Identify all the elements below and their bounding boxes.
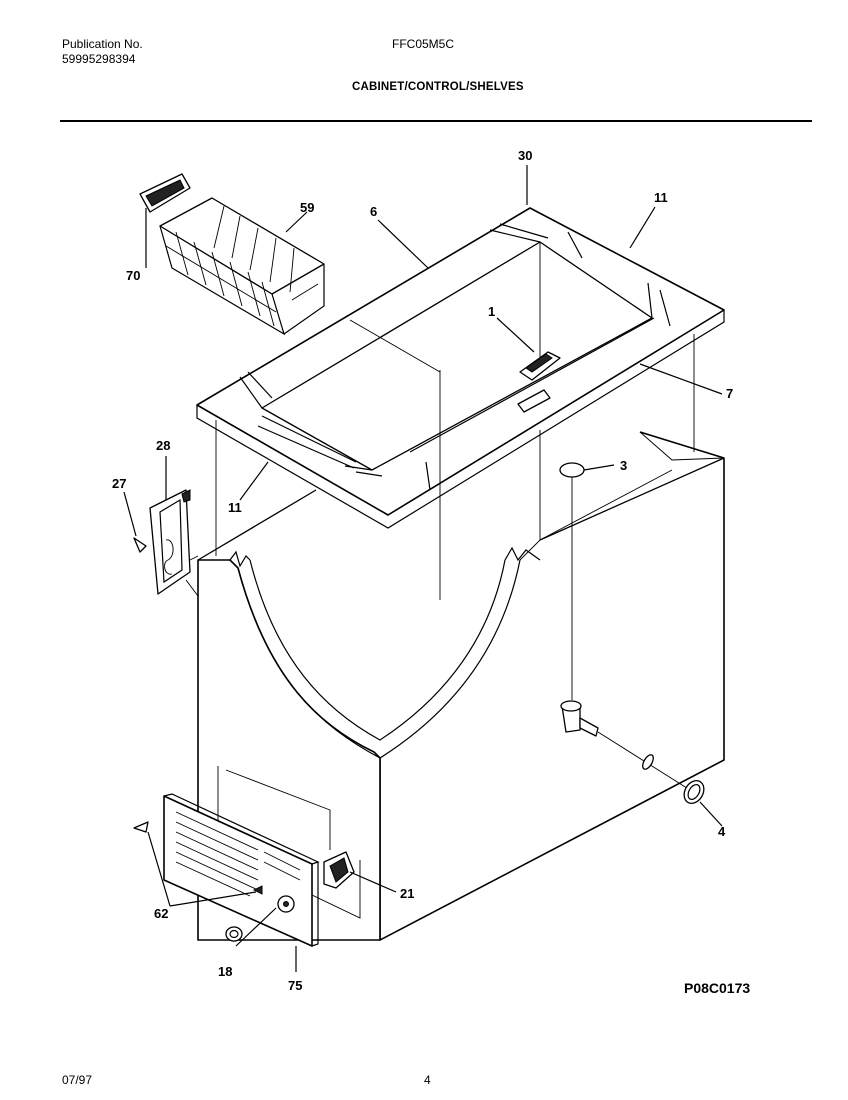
basket-handle: [139, 173, 191, 213]
callout-4: 4: [718, 824, 726, 839]
callout-3: 3: [620, 458, 627, 473]
wire-basket: [159, 197, 325, 336]
callout-18: 18: [218, 964, 232, 979]
callout-28: 28: [156, 438, 170, 453]
section-title: CABINET/CONTROL/SHELVES: [352, 81, 524, 93]
relay: [323, 851, 355, 889]
callout-59: 59: [300, 200, 314, 215]
callout-1: 1: [488, 304, 495, 319]
callout-21: 21: [400, 886, 414, 901]
publication-label: Publication No.: [62, 37, 143, 51]
callout-11-top: 11: [654, 190, 668, 205]
breaker-frame: [196, 207, 725, 600]
publication-number: 59995298394: [62, 52, 136, 66]
callout-62: 62: [154, 906, 168, 921]
callout-70: 70: [126, 268, 140, 283]
callout-11-bottom: 11: [228, 500, 242, 515]
footer-date: 07/97: [62, 1073, 93, 1087]
callout-6: 6: [370, 204, 377, 219]
drain-parts: [559, 462, 705, 804]
leader-lines: [123, 165, 723, 972]
hinge: [133, 489, 199, 597]
callout-7: 7: [726, 386, 733, 401]
model-number: FFC05M5C: [392, 37, 455, 51]
page-number: 4: [424, 1073, 431, 1087]
callout-27: 27: [112, 476, 126, 491]
callout-30: 30: [518, 148, 532, 163]
control-knob: [517, 351, 561, 413]
figure-code: P08C0173: [684, 980, 751, 996]
callout-75: 75: [288, 978, 302, 993]
header-rule: [60, 120, 812, 122]
grille-screws: [133, 821, 263, 942]
